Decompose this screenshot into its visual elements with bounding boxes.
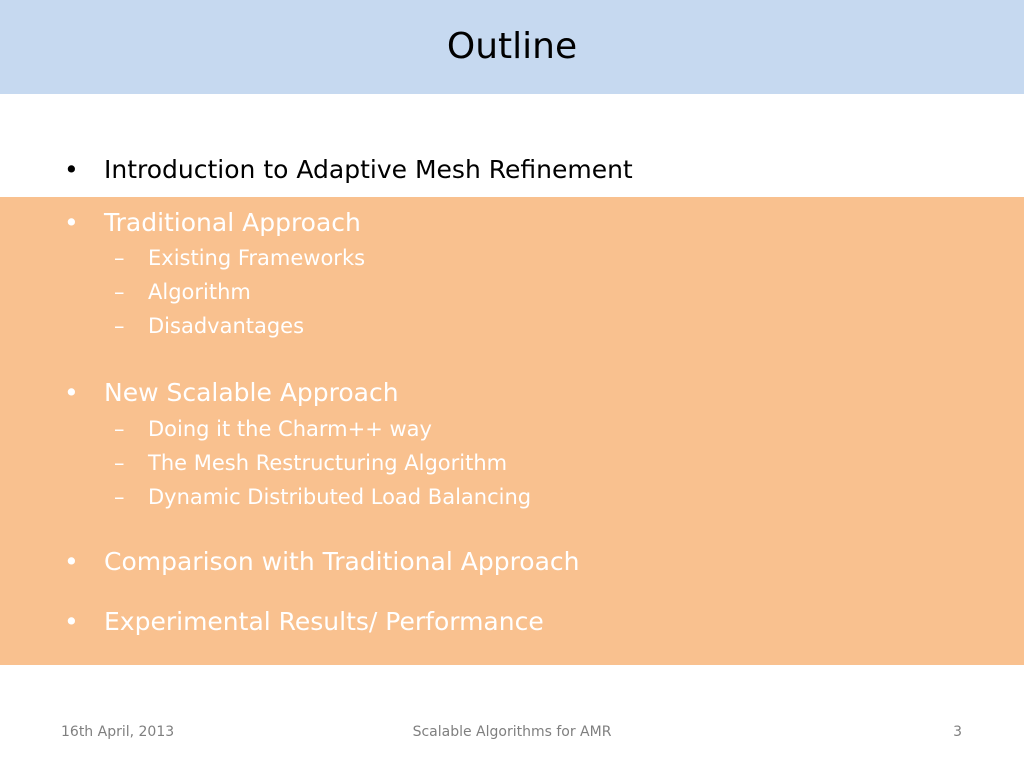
bullet-comparison: • Comparison with Traditional Approach	[64, 542, 580, 582]
bullet-label: Traditional Approach	[104, 208, 361, 237]
bullet-label: Comparison with Traditional Approach	[104, 547, 580, 576]
sub-item-algorithm: – Algorithm	[114, 276, 251, 308]
sub-item-existing-frameworks: – Existing Frameworks	[114, 242, 365, 274]
bullet-icon: •	[64, 378, 79, 407]
bullet-icon: •	[64, 155, 79, 184]
sub-item-load-balancing: – Dynamic Distributed Load Balancing	[114, 481, 531, 513]
dash-icon: –	[114, 451, 125, 475]
sub-item-label: The Mesh Restructuring Algorithm	[148, 451, 508, 475]
sub-item-label: Doing it the Charm++ way	[148, 417, 432, 441]
sub-item-label: Dynamic Distributed Load Balancing	[148, 485, 532, 509]
footer-title: Scalable Algorithms for AMR	[412, 724, 612, 740]
slide-title: Outline	[446, 26, 578, 67]
sub-item-label: Existing Frameworks	[148, 246, 366, 270]
bullet-experimental-results: • Experimental Results/ Performance	[64, 602, 544, 642]
sub-item-disadvantages: – Disadvantages	[114, 310, 304, 342]
sub-item-label: Algorithm	[148, 280, 251, 304]
footer-date: 16th April, 2013	[61, 724, 175, 740]
dash-icon: –	[114, 280, 125, 304]
bullet-icon: •	[64, 607, 79, 636]
page-number: 3	[953, 724, 962, 740]
dash-icon: –	[114, 314, 125, 338]
bullet-icon: •	[64, 208, 79, 237]
bullet-label: Introduction to Adaptive Mesh Refinement	[104, 155, 633, 184]
bullet-traditional-approach: • Traditional Approach	[64, 203, 361, 243]
bullet-new-scalable-approach: • New Scalable Approach	[64, 373, 399, 413]
bullet-label: Experimental Results/ Performance	[104, 607, 544, 636]
title-bar	[0, 0, 1024, 94]
sub-item-charm-way: – Doing it the Charm++ way	[114, 413, 432, 445]
bullet-intro: • Introduction to Adaptive Mesh Refineme…	[64, 150, 633, 190]
bullet-icon: •	[64, 547, 79, 576]
dash-icon: –	[114, 485, 125, 509]
sub-item-label: Disadvantages	[148, 314, 305, 338]
highlight-panel	[0, 197, 1024, 665]
sub-item-mesh-restructuring: – The Mesh Restructuring Algorithm	[114, 447, 507, 479]
bullet-label: New Scalable Approach	[104, 378, 399, 407]
dash-icon: –	[114, 246, 125, 270]
dash-icon: –	[114, 417, 125, 441]
